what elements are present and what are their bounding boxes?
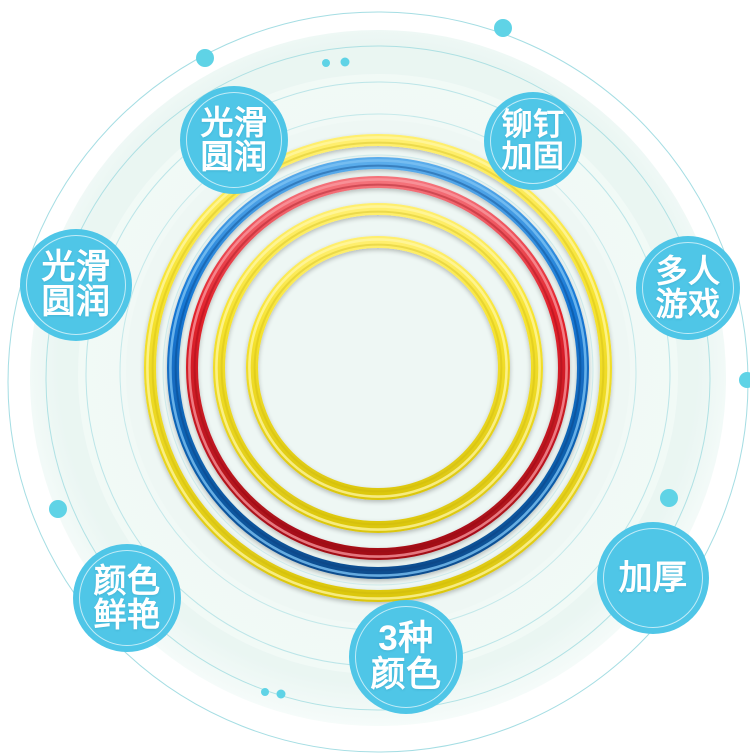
orbit-fifth-circle [162,154,594,586]
hoop-yellow-outer-sheen [146,136,610,600]
hoop-yellow-inner-core [253,243,503,493]
hoop-yellow-outer [144,134,612,602]
decor-dot-group [49,19,750,699]
badge-multiplayer-game[interactable]: 多人 游戏 [636,236,740,340]
badge-three-colors[interactable]: 3种 颜色 [349,600,463,714]
orbit-second-circle [45,45,711,711]
badge-line-2: 鲜艳 [93,596,161,633]
badge-line-2: 加固 [501,139,565,174]
badge-line-2: 颜色 [370,655,442,694]
hoop-ring-group [144,134,612,602]
badge-line-2: 游戏 [655,286,721,322]
badge-line-1: 多人 [655,253,721,290]
badge-thickened[interactable]: 加厚 [597,522,709,634]
hoop-yellow-mid-sheen [215,205,541,531]
badge-line-1: 铆钉 [501,107,565,143]
hoop-red [186,176,570,560]
badge-line-1: 加厚 [618,558,688,597]
badge-line-1: 3种 [378,619,434,659]
badge-line-1: 颜色 [93,562,161,600]
hoop-yellow-inner [246,236,510,500]
dot-right-mid [660,489,678,507]
badge-smooth-round-top[interactable]: 光滑 圆润 [180,86,288,194]
hoop-yellow-mid [213,203,543,533]
badge-line-1: 光滑 [200,104,268,142]
hoop-yellow-outer-core [151,141,605,595]
dot-top-small-b [340,57,350,67]
badge-bright-colors[interactable]: 颜色 鲜艳 [73,544,181,652]
hoop-red-core [193,183,563,553]
dot-bottom-small-b [276,689,286,699]
dot-top-small-a [322,59,330,67]
hoop-blue [167,157,589,579]
dot-left-mid [49,500,67,518]
dot-top-right-large [494,19,512,37]
hoop-blue-sheen [169,159,587,577]
hoop-blue-core [174,164,582,572]
dot-bottom-small-a [261,688,269,696]
badge-line-1: 光滑 [41,248,111,287]
hoop-yellow-mid-core [220,210,536,526]
badge-smooth-round-left[interactable]: 光滑 圆润 [20,229,132,341]
badge-line-2: 圆润 [200,138,268,175]
badge-rivet-reinforced[interactable]: 铆钉 加固 [484,92,582,190]
hoop-yellow-inner-sheen [248,238,508,498]
hoop-red-sheen [188,178,568,558]
dot-top-left-large [196,49,214,67]
dot-right-edge [739,372,750,388]
badge-line-2: 圆润 [41,283,111,321]
